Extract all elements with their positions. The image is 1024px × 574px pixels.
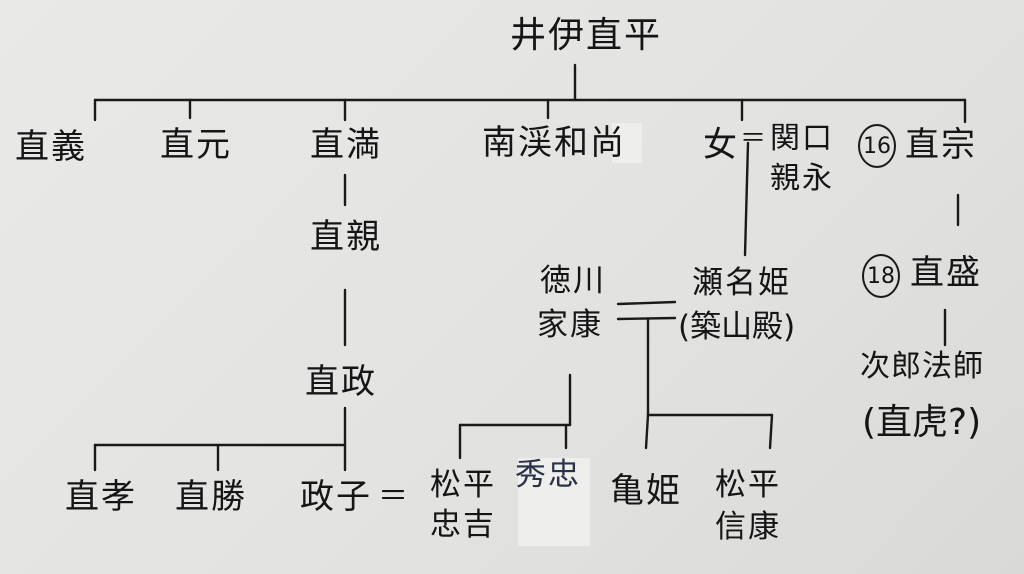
- person-sekiguchi-line1: 関口: [770, 121, 834, 156]
- correction-patch: [518, 458, 590, 546]
- person-ieyasu-line1: 徳川: [540, 263, 606, 299]
- root-ii-naohira: 井伊直平: [510, 15, 663, 56]
- correction-patch: [612, 123, 642, 163]
- person-sena-hime: 瀬名姫: [692, 265, 791, 301]
- person-naotora: (直虎?): [862, 402, 982, 443]
- person-tadayoshi-line2: 忠吉: [430, 507, 496, 543]
- person-naomitsu: 直満: [310, 125, 382, 165]
- marriage-sign: ＝: [740, 124, 769, 154]
- person-masako: 政子: [300, 477, 372, 517]
- person-hidetada: 秀忠: [515, 457, 581, 493]
- marriage-sign: ＝: [378, 479, 410, 514]
- generation-number-badge: 16: [858, 124, 896, 168]
- person-nankei-osho: 南渓和尚: [482, 123, 626, 163]
- person-naomoto: 直元: [160, 125, 232, 165]
- person-naokatsu: 直勝: [175, 477, 247, 517]
- person-naomori: 直盛: [910, 253, 982, 293]
- person-sekiguchi-line2: 親永: [770, 161, 834, 196]
- person-jiro-hoshi: 次郎法師: [860, 349, 984, 384]
- person-nobuyasu-line1: 松平: [715, 467, 781, 503]
- person-naomasa: 直政: [305, 362, 377, 402]
- person-nobuyasu-line2: 信康: [715, 509, 781, 545]
- person-woman: 女: [703, 125, 739, 165]
- person-naotaka: 直孝: [65, 477, 137, 517]
- person-tadayoshi-line1: 松平: [430, 467, 496, 503]
- person-tsukiyama-dono: (築山殿): [678, 309, 796, 345]
- person-kamehime: 亀姫: [610, 471, 682, 511]
- person-ieyasu-line2: 家康: [537, 307, 603, 343]
- person-naomune: 直宗: [905, 125, 977, 165]
- generation-number-badge: 18: [862, 254, 900, 298]
- person-naoyoshi: 直義: [15, 127, 87, 167]
- person-naochika: 直親: [310, 217, 382, 257]
